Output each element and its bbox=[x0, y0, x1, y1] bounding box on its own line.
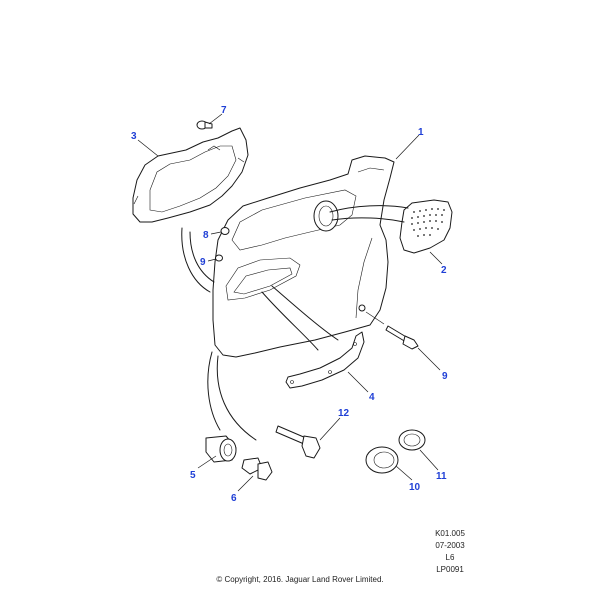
part-clip-upper bbox=[220, 227, 230, 235]
part-round-cap bbox=[365, 446, 399, 474]
callout-6: 6 bbox=[231, 493, 237, 504]
callout-2: 2 bbox=[441, 265, 447, 276]
part-door-trim-panel bbox=[212, 155, 395, 358]
callout-labels: 1 2 3 4 5 6 7 8 9 9 10 11 12 bbox=[131, 105, 448, 504]
callout-7: 7 bbox=[221, 105, 227, 116]
reference-model: L6 bbox=[445, 553, 455, 562]
copyright-notice: © Copyright, 2016. Jaguar Land Rover Lim… bbox=[216, 575, 384, 584]
grille-perforation bbox=[411, 208, 445, 237]
callout-1: 1 bbox=[418, 127, 424, 138]
callout-5: 5 bbox=[190, 470, 196, 481]
callout-9-clip: 9 bbox=[200, 257, 206, 268]
callout-10: 10 bbox=[409, 482, 421, 493]
reference-block: K01.005 07-2003 L6 LP0091 bbox=[420, 528, 480, 576]
part-clip-top bbox=[196, 120, 213, 130]
part-screw bbox=[385, 325, 419, 350]
callout-11: 11 bbox=[436, 471, 447, 482]
assembly-guide-lines bbox=[181, 205, 409, 441]
part-fastener bbox=[241, 457, 273, 481]
callout-3: 3 bbox=[131, 131, 137, 142]
part-upper-trim-cover bbox=[132, 127, 249, 223]
part-ring bbox=[398, 429, 426, 451]
part-push-rivet bbox=[275, 425, 321, 459]
leader-lines bbox=[137, 113, 443, 492]
part-grommet bbox=[205, 435, 237, 463]
part-speaker-grille bbox=[399, 199, 453, 254]
part-clip-side bbox=[215, 254, 223, 262]
callout-8: 8 bbox=[203, 230, 209, 241]
reference-date: 07-2003 bbox=[435, 541, 465, 550]
callout-4: 4 bbox=[369, 392, 375, 403]
reference-plate: LP0091 bbox=[436, 565, 464, 574]
reference-code: K01.005 bbox=[435, 529, 465, 538]
callout-12: 12 bbox=[338, 408, 350, 419]
part-bracket-strip bbox=[285, 331, 365, 389]
callout-9-screw: 9 bbox=[442, 371, 448, 382]
